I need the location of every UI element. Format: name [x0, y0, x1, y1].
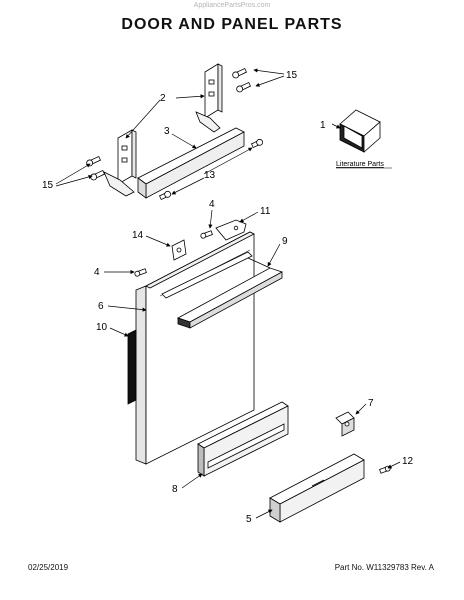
callout-15a: 15	[286, 70, 298, 81]
screw-rail-2	[158, 190, 172, 201]
hinge-bracket-right	[195, 63, 223, 133]
screw-rail-1	[250, 138, 264, 149]
door-handle	[161, 251, 284, 329]
literature-parts-label: Literature Parts	[336, 161, 384, 168]
callout-5: 5	[246, 514, 252, 525]
callout-14: 14	[132, 230, 144, 241]
screw-top-2	[236, 81, 252, 93]
callout-13: 13	[204, 170, 216, 181]
callout-10: 10	[96, 322, 108, 333]
clip-part-7	[335, 411, 355, 437]
callout-4a: 4	[209, 199, 215, 210]
watermark: AppliancePartsPros.com	[193, 2, 271, 9]
toe-panel	[197, 401, 289, 477]
callout-9: 9	[282, 236, 288, 247]
access-panel	[269, 453, 365, 523]
screws	[86, 67, 391, 474]
screw-4a	[200, 230, 213, 239]
leader-lines	[55, 68, 401, 519]
screw-12	[379, 465, 391, 474]
door-insulation	[127, 329, 137, 405]
footer-date: 02/25/2019	[28, 563, 69, 572]
screw-4b	[134, 268, 147, 277]
callout-3: 3	[164, 126, 170, 137]
callout-1: 1	[320, 120, 326, 131]
screw-top-1	[232, 67, 248, 79]
literature-book	[339, 109, 381, 153]
page-title: DOOR AND PANEL PARTS	[121, 16, 343, 33]
callout-7: 7	[368, 398, 374, 409]
callout-2: 2	[160, 93, 166, 104]
callout-8: 8	[172, 484, 178, 495]
hinge-rail	[137, 127, 245, 199]
callout-12: 12	[402, 456, 414, 467]
hinge-bracket-left	[103, 129, 137, 197]
callout-labels: 1 2 3 4 4 5 6 7 8 9 10 11 12 13 14 15 15…	[42, 70, 414, 525]
callout-15b: 15	[42, 180, 54, 191]
callout-4b: 4	[94, 267, 100, 278]
footer-part-number: Part No. W11329783 Rev. A	[334, 563, 434, 572]
screw-left-2	[90, 169, 106, 181]
clip-part-14	[171, 239, 187, 261]
bracket-part-11	[215, 219, 247, 241]
callout-11: 11	[260, 206, 271, 217]
callout-6: 6	[98, 301, 104, 312]
